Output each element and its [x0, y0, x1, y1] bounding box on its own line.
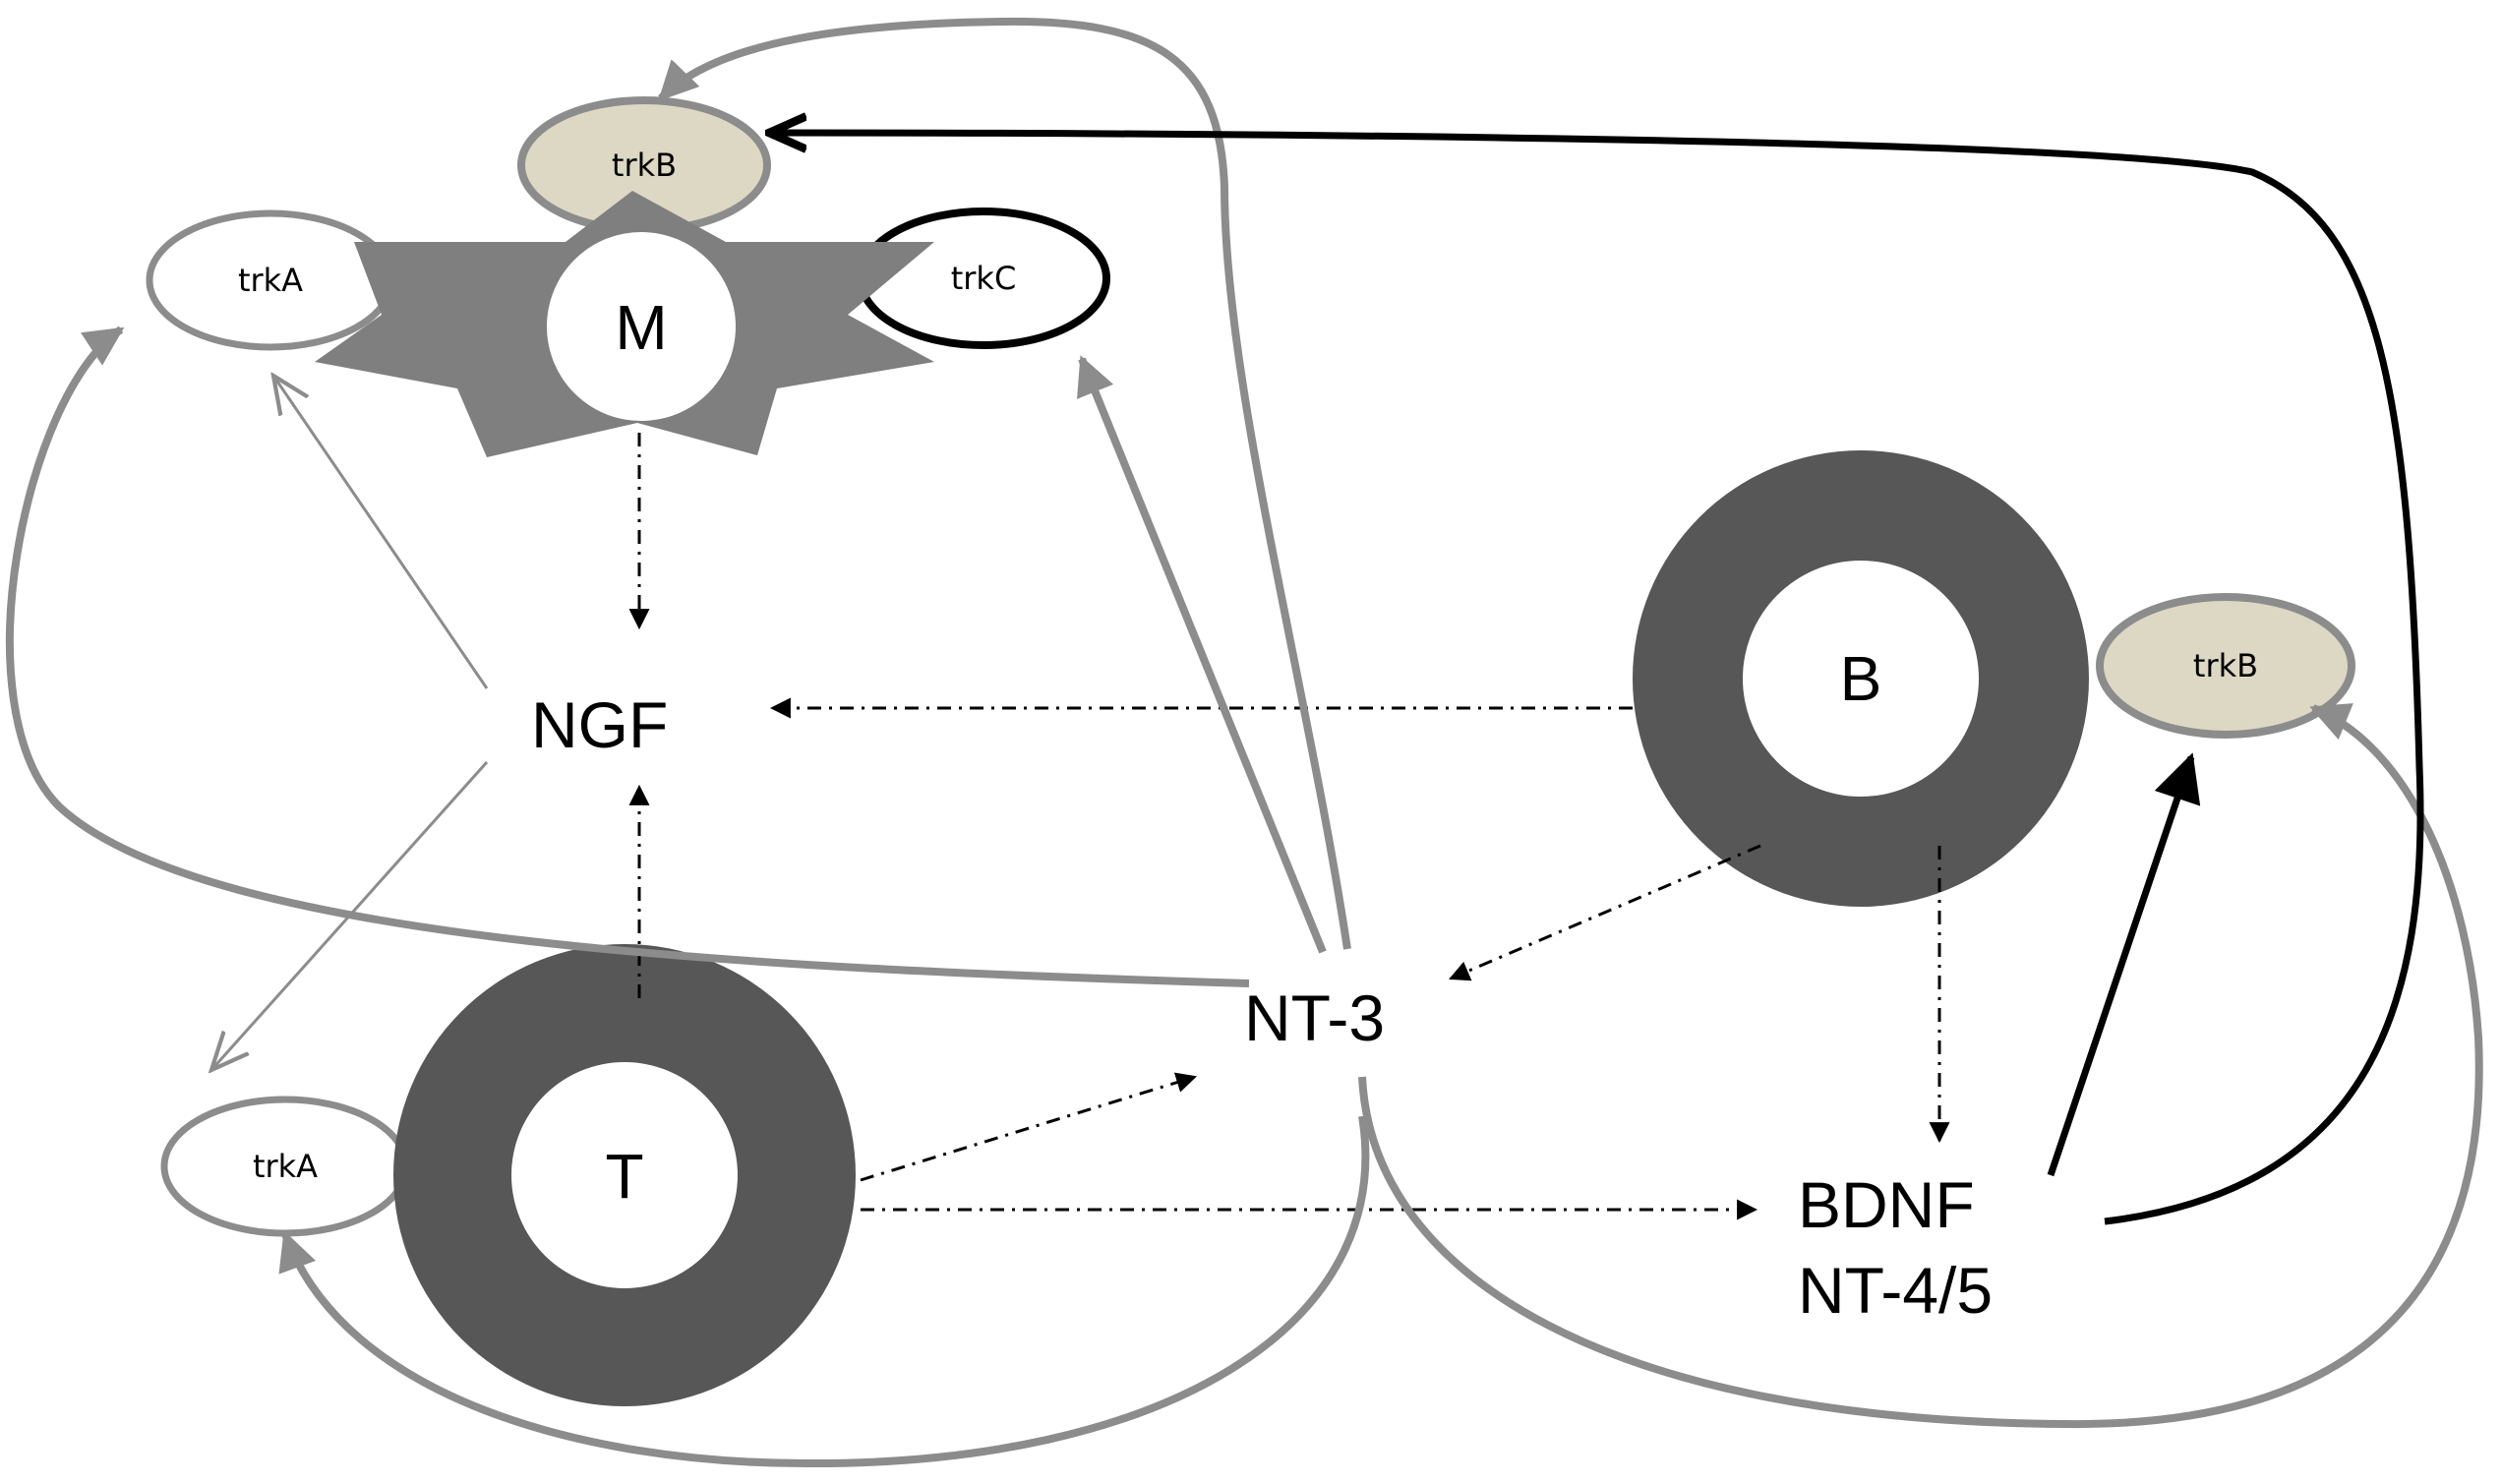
trkA-bottom-label: trkA — [253, 1148, 318, 1185]
t-cell-label: T — [605, 1141, 643, 1212]
dashdot-arrows — [628, 433, 1950, 1220]
nt3-arrows — [5, 17, 2483, 1468]
arrow-bdnf-to-trkB-right — [2047, 752, 2201, 1177]
arrow-nt3-to-trkB-top — [658, 17, 1351, 950]
arrow-nt3-to-trkA-top — [5, 326, 1250, 987]
arrow-nt3-to-trkC — [1077, 355, 1327, 954]
trkB-right-label: trkB — [2193, 647, 2258, 684]
trkC-label: trkC — [951, 260, 1017, 297]
trkB-top-label: trkB — [612, 147, 677, 184]
arrow-nt3-to-trkA-bottom — [278, 1115, 1370, 1468]
trkA-top-label: trkA — [238, 262, 303, 299]
nt3-label: NT-3 — [1244, 981, 1385, 1054]
bdnf-arrows — [769, 133, 2424, 1225]
t-cell-ring — [393, 944, 856, 1406]
arrow-bdnf-to-trkB-top — [769, 133, 2424, 1225]
m-cell-star — [315, 191, 934, 457]
nt45-label: NT-4/5 — [1798, 1254, 1993, 1327]
arrow-ngf-to-trkA-top — [273, 376, 489, 689]
arrow-nt3-to-trkB-right — [1358, 703, 2483, 1429]
ngf-trka-arrows — [211, 376, 489, 1070]
ngf-label: NGF — [531, 688, 668, 761]
arrow-b-to-nt3 — [1449, 844, 1761, 981]
bdnf-label: BDNF — [1798, 1168, 1975, 1241]
arrow-t-to-nt3 — [860, 1072, 1198, 1182]
trkB-right-receptor — [2096, 593, 2355, 739]
b-cell-ring — [1633, 450, 2089, 907]
m-cell-label: M — [615, 292, 667, 363]
b-cell-label: B — [1840, 643, 1882, 714]
